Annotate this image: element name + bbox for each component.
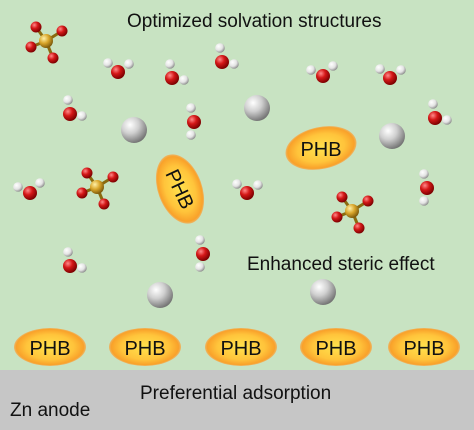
phb-ellipse-icon: PHB — [109, 328, 181, 366]
phb-ellipse-icon: PHB — [14, 328, 86, 366]
zn-anode-label: Zn anode — [10, 400, 91, 421]
phb-ellipse-icon: PHB — [300, 328, 372, 366]
phb-label: PHB — [29, 338, 70, 360]
phb-label: PHB — [124, 338, 165, 360]
zinc-ion-sphere-icon — [121, 117, 147, 143]
phb-label: PHB — [220, 338, 261, 360]
zinc-ion-sphere-icon — [147, 282, 173, 308]
zn-anode-region — [0, 370, 474, 430]
zinc-ion-sphere-icon — [310, 279, 336, 305]
phb-ellipse-icon: PHB — [155, 154, 205, 224]
phb-label: PHB — [315, 338, 356, 360]
phb-ellipse-icon: PHB — [388, 328, 460, 366]
diagram-title: Optimized solvation structures — [127, 11, 382, 32]
zinc-ion-sphere-icon — [244, 95, 270, 121]
phb-label: PHB — [300, 139, 341, 161]
steric-effect-label: Enhanced steric effect — [247, 254, 435, 275]
phb-ellipse-icon: PHB — [285, 126, 357, 170]
adsorption-label: Preferential adsorption — [140, 383, 332, 404]
phb-ellipse-icon: PHB — [205, 328, 277, 366]
zinc-ion-sphere-icon — [379, 123, 405, 149]
phb-label: PHB — [403, 338, 444, 360]
